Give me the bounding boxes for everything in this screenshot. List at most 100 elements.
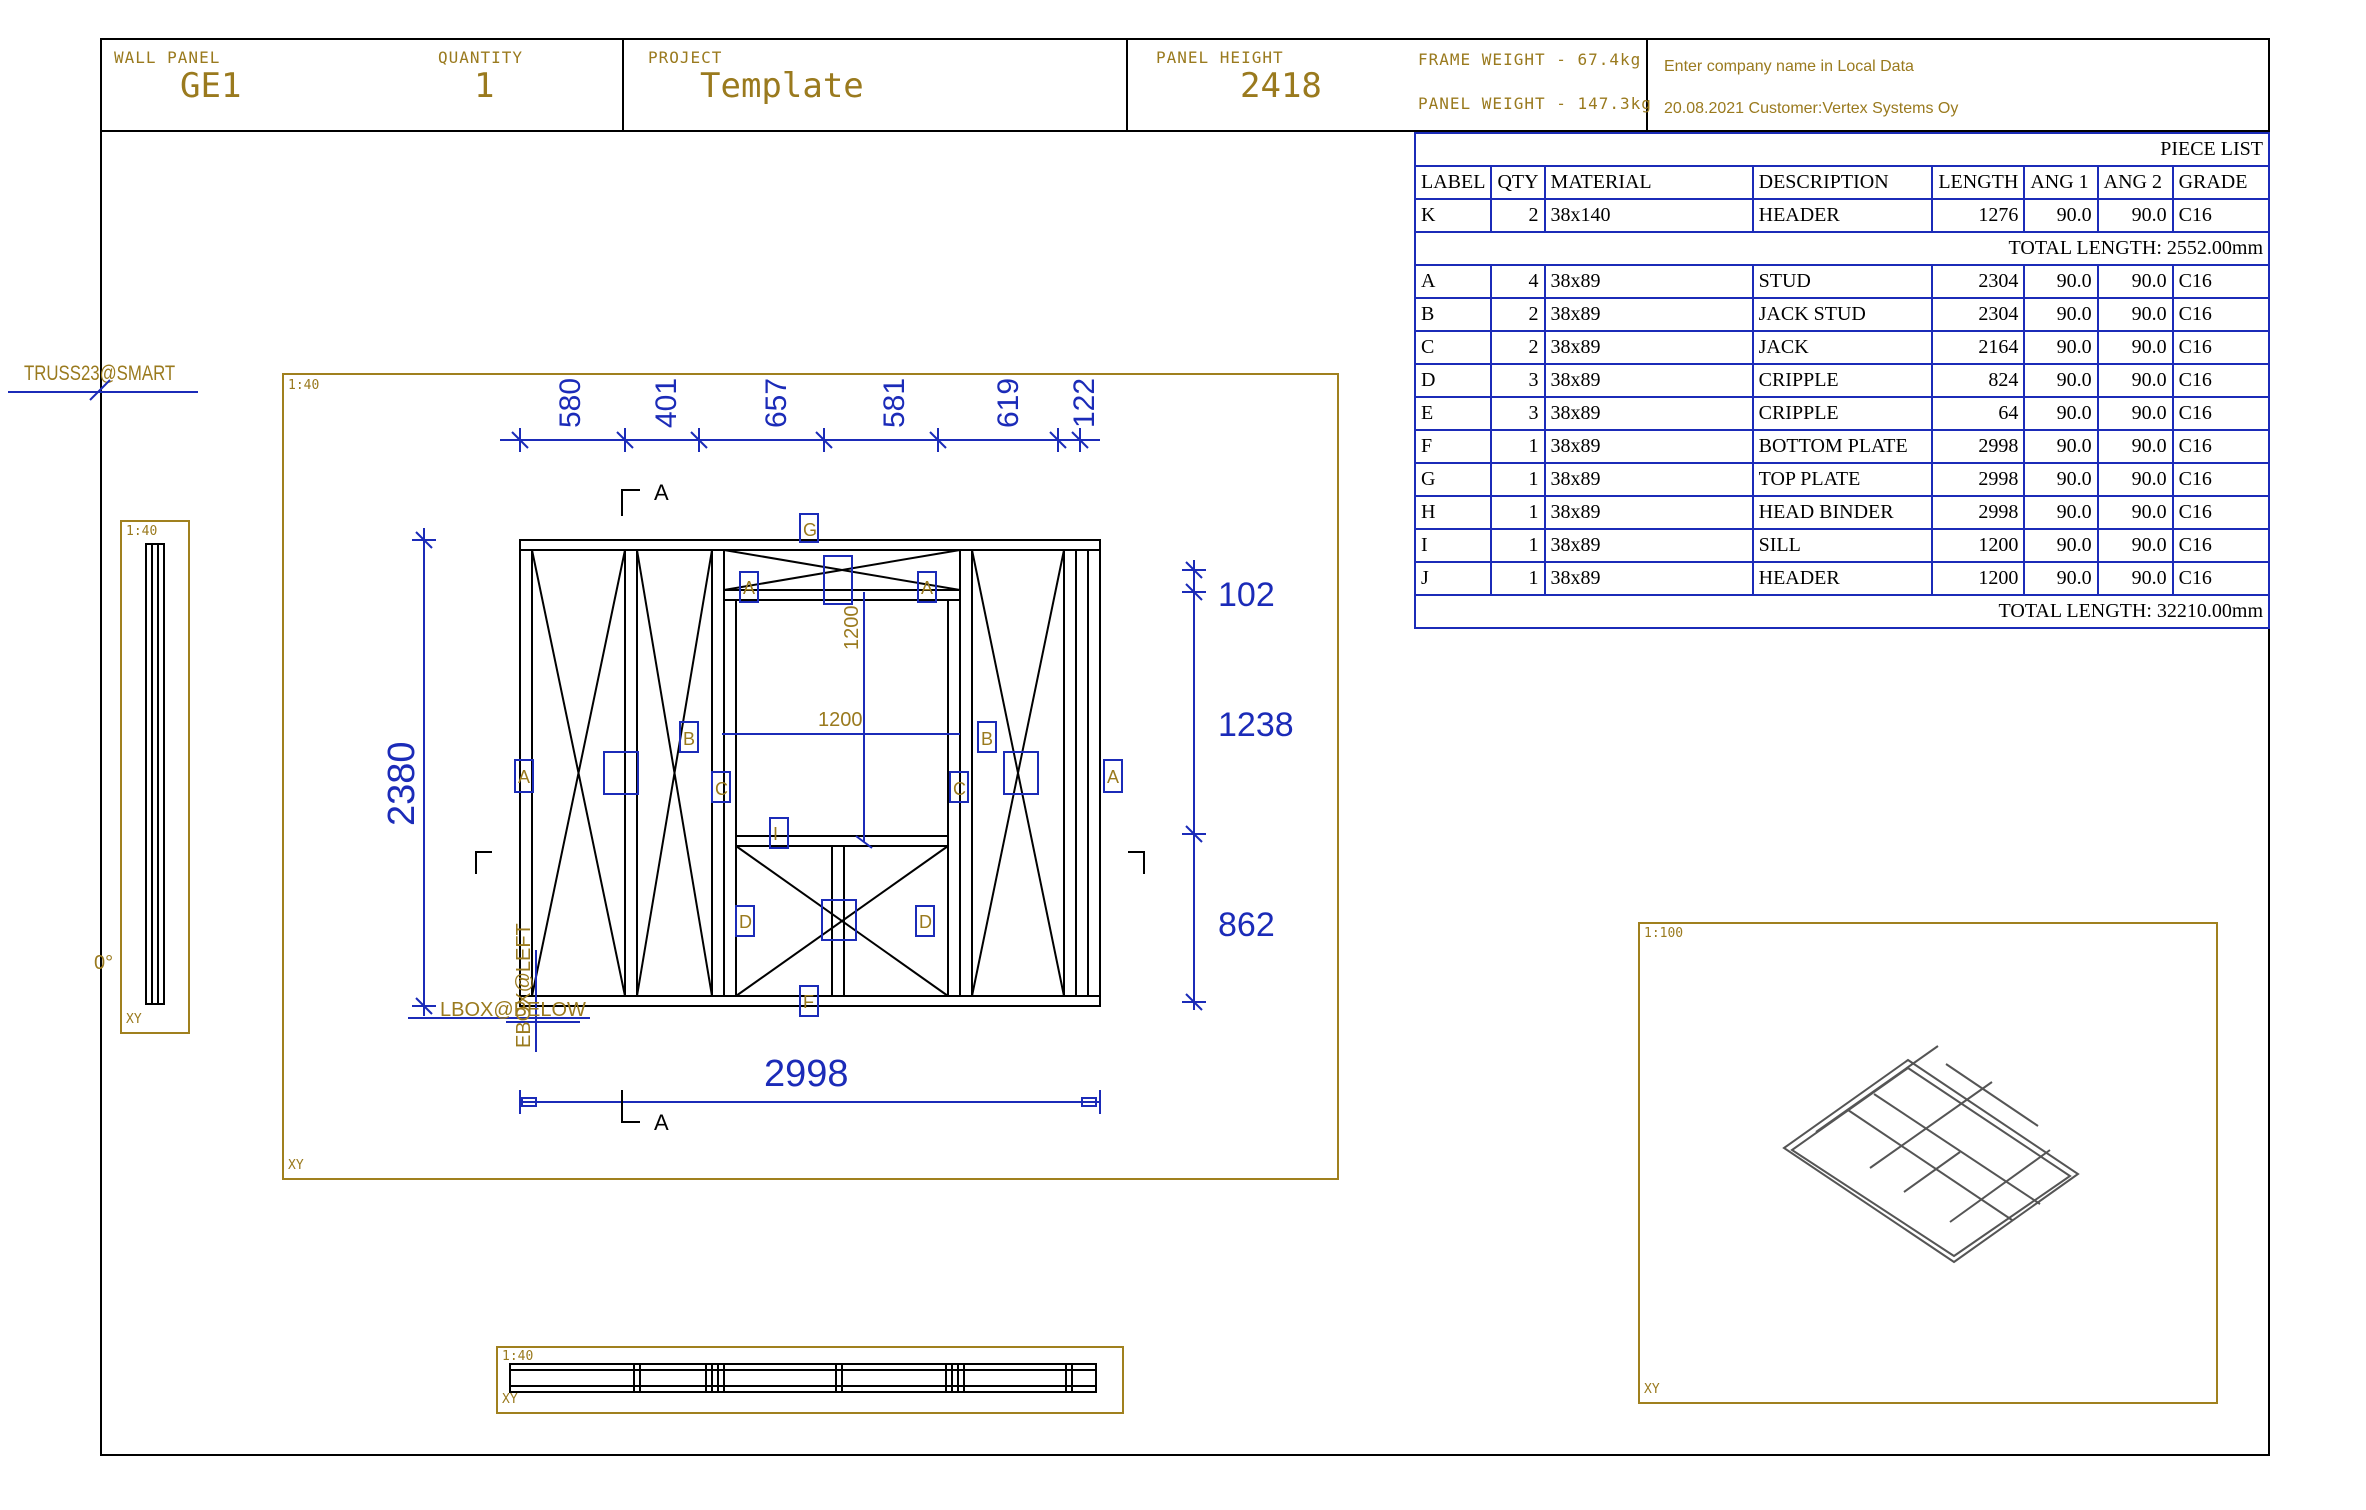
col-grade: GRADE <box>2171 165 2271 200</box>
piece-cell: 38x89 <box>1543 264 1754 299</box>
svg-text:A: A <box>743 578 755 598</box>
side-view <box>120 520 190 1034</box>
overall-height: 2380 <box>381 741 423 826</box>
piece-cell: 90.0 <box>2096 297 2174 332</box>
piece-cell: HEADER <box>1751 198 1934 233</box>
elevation-xy: XY <box>288 1158 304 1173</box>
piece-list-table: PIECE LIST LABEL QTY MATERIAL DESCRIPTIO… <box>1413 132 2271 629</box>
piece-cell: 38x89 <box>1543 396 1754 431</box>
right-dim-2: 1238 <box>1218 706 1294 744</box>
top-dim-5: 619 <box>992 378 1025 428</box>
piece-cell: 90.0 <box>2096 330 2174 365</box>
piece-cell: C16 <box>2171 396 2271 431</box>
svg-text:A: A <box>921 578 933 598</box>
piece-list: PIECE LIST LABEL QTY MATERIAL DESCRIPTIO… <box>1413 132 2271 629</box>
piece-cell: 64 <box>1931 396 2026 431</box>
piece-cell: 90.0 <box>2023 528 2099 563</box>
piece-cell: 90.0 <box>2096 462 2174 497</box>
elevation-scale: 1:40 <box>288 378 320 393</box>
svg-text:D: D <box>739 912 752 932</box>
col-label: LABEL <box>1413 165 1493 200</box>
side-view-scale: 1:40 <box>126 524 158 539</box>
truss-leader <box>8 379 198 401</box>
side-view-xy: XY <box>126 1012 142 1027</box>
piece-cell: J <box>1413 561 1493 596</box>
plan-view-xy: XY <box>502 1392 518 1407</box>
piece-cell: 1 <box>1490 429 1546 464</box>
piece-cell: 90.0 <box>2096 429 2174 464</box>
section-markers <box>475 489 1145 1123</box>
piece-cell: TOP PLATE <box>1751 462 1934 497</box>
piece-cell: C16 <box>2171 429 2271 464</box>
piece-cell: 90.0 <box>2023 429 2099 464</box>
col-material: MATERIAL <box>1543 165 1754 200</box>
section-mark-top: A <box>654 480 669 505</box>
svg-text:I: I <box>773 824 778 844</box>
title-block <box>100 38 2270 132</box>
piece-cell: HEADER <box>1751 561 1934 596</box>
piece-cell: 1276 <box>1931 198 2026 233</box>
piece-cell: 90.0 <box>2096 561 2174 596</box>
piece-cell: 90.0 <box>2023 330 2099 365</box>
piece-cell: C16 <box>2171 198 2271 233</box>
piece-cell: F <box>1413 429 1493 464</box>
piece-cell: C16 <box>2171 297 2271 332</box>
ebox-label: EBOX@LEFT <box>513 923 535 1048</box>
opening-height: 1200 <box>841 606 863 651</box>
title-divider-3 <box>1646 38 1648 132</box>
piece-cell: SILL <box>1751 528 1934 563</box>
piece-cell: 1200 <box>1931 528 2026 563</box>
piece-cell: 38x89 <box>1543 528 1754 563</box>
piece-cell: JACK <box>1751 330 1934 365</box>
piece-cell: 90.0 <box>2096 528 2174 563</box>
svg-text:A: A <box>1107 767 1119 787</box>
piece-cell: 2 <box>1490 297 1546 332</box>
piece-cell: 90.0 <box>2023 561 2099 596</box>
svg-text:B: B <box>981 729 993 749</box>
piece-cell: 38x140 <box>1543 198 1754 233</box>
piece-cell: C16 <box>2171 330 2271 365</box>
piece-cell: 38x89 <box>1543 429 1754 464</box>
piece-cell: C16 <box>2171 264 2271 299</box>
piece-cell: 2998 <box>1931 429 2026 464</box>
annotation-texts: 1200 1200 LBOX@BELOW EBOX@LEFT <box>440 606 863 1049</box>
total-length-1: TOTAL LENGTH: 2552.00mm <box>1414 231 2270 266</box>
member-label-boxes <box>514 513 1123 1017</box>
lbox-label: LBOX@BELOW <box>440 999 586 1021</box>
piece-cell: 90.0 <box>2023 198 2099 233</box>
piece-cell: 38x89 <box>1543 297 1754 332</box>
piece-cell: 3 <box>1490 396 1546 431</box>
top-dim-3: 657 <box>760 378 793 428</box>
quantity-label: QUANTITY <box>438 48 524 67</box>
side-view-stud <box>145 543 165 1005</box>
piece-cell: 90.0 <box>2023 297 2099 332</box>
project-value: Template <box>700 66 864 106</box>
overall-width: 2998 <box>764 1053 849 1095</box>
piece-cell: C16 <box>2171 462 2271 497</box>
piece-cell: HEAD BINDER <box>1751 495 1934 530</box>
svg-text:C: C <box>953 779 966 799</box>
piece-cell: CRIPPLE <box>1751 363 1934 398</box>
col-qty: QTY <box>1490 165 1546 200</box>
total-length-2: TOTAL LENGTH: 32210.00mm <box>1414 594 2270 629</box>
piece-cell: 90.0 <box>2096 198 2174 233</box>
col-ang1: ANG 1 <box>2023 165 2099 200</box>
piece-cell: 2998 <box>1931 495 2026 530</box>
truss-label: TRUSS23@SMART <box>24 362 176 385</box>
svg-text:A: A <box>518 767 530 787</box>
piece-cell: 2998 <box>1931 462 2026 497</box>
piece-cell: C16 <box>2171 495 2271 530</box>
top-dim-2: 401 <box>650 378 683 428</box>
wall-panel-label: WALL PANEL <box>114 48 221 67</box>
piece-list-header: LABEL QTY MATERIAL DESCRIPTION LENGTH AN… <box>1413 165 2271 200</box>
svg-text:C: C <box>715 779 728 799</box>
piece-cell: I <box>1413 528 1493 563</box>
opening-width: 1200 <box>818 709 863 731</box>
plan-view-scale: 1:40 <box>502 1349 534 1364</box>
piece-cell: 1 <box>1490 561 1546 596</box>
